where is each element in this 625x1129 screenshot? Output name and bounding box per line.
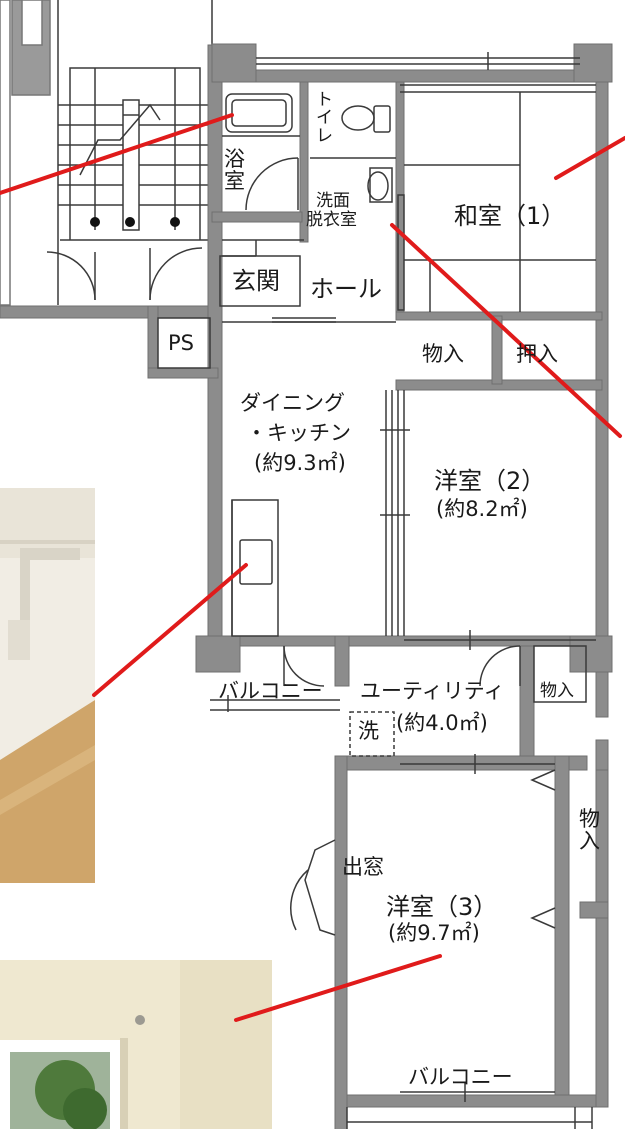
label-dining-line2: ・キッチン <box>246 421 351 445</box>
pointer-washitsu <box>554 136 625 180</box>
label-toilet-char-2: イ <box>316 107 333 128</box>
room-photo-upper <box>0 488 95 883</box>
label-washer: 洗 <box>358 719 379 743</box>
label-washroom-line2: 脱衣室 <box>306 210 357 230</box>
pointer-yoshitsu3 <box>234 954 442 1022</box>
pointer-bath <box>0 113 234 195</box>
label-bath: 浴 室 <box>224 148 245 192</box>
label-toilet-char-1: ト <box>316 90 333 110</box>
label-genkan: 玄関 <box>232 267 280 295</box>
label-storage-right-char-1: 物 <box>579 807 600 831</box>
label-storage-top: 物入 <box>422 342 464 366</box>
label-storage-right-char-2: 入 <box>579 829 600 854</box>
label-yoshitsu2-area: (約8.2㎡) <box>436 497 528 521</box>
pointer-washroom <box>390 223 622 438</box>
label-utility-area: (約4.0㎡) <box>396 711 488 735</box>
label-ps: PS <box>168 331 194 355</box>
label-storage-right: 物 入 <box>579 808 600 852</box>
photo-pointer-lines <box>0 113 625 1022</box>
label-toilet-char-3: レ <box>316 125 333 146</box>
label-demado: 出窓 <box>342 855 384 879</box>
label-yoshitsu3-area: (約9.7㎡) <box>388 921 480 945</box>
label-utility: ユーティリティ <box>360 679 505 703</box>
label-washitsu: 和室（1） <box>454 202 566 230</box>
plan-lines <box>157 52 596 1129</box>
label-storage-utility: 物入 <box>540 681 574 701</box>
label-balcony-mid: バルコニー <box>218 679 323 703</box>
label-balcony-bottom: バルコニー <box>408 1065 513 1089</box>
label-dining-area: (約9.3㎡) <box>254 451 346 475</box>
label-hall: ホール <box>310 275 382 303</box>
label-bath-char-1: 浴 <box>224 147 245 171</box>
label-yoshitsu3: 洋室（3） <box>386 893 498 921</box>
stair-dots <box>90 217 180 227</box>
label-yoshitsu2: 洋室（2） <box>434 467 546 495</box>
label-washroom-line1: 洗面 <box>316 191 350 211</box>
walls <box>0 43 613 1129</box>
room-photo-lower <box>0 960 272 1129</box>
label-bath-char-2: 室 <box>224 169 245 194</box>
pointer-kitchen <box>92 563 248 697</box>
label-toilet: ト イ レ <box>316 90 333 146</box>
label-dining-line1: ダイニング <box>240 391 345 415</box>
stairwell <box>0 0 213 306</box>
label-oshiire: 押入 <box>516 342 558 366</box>
